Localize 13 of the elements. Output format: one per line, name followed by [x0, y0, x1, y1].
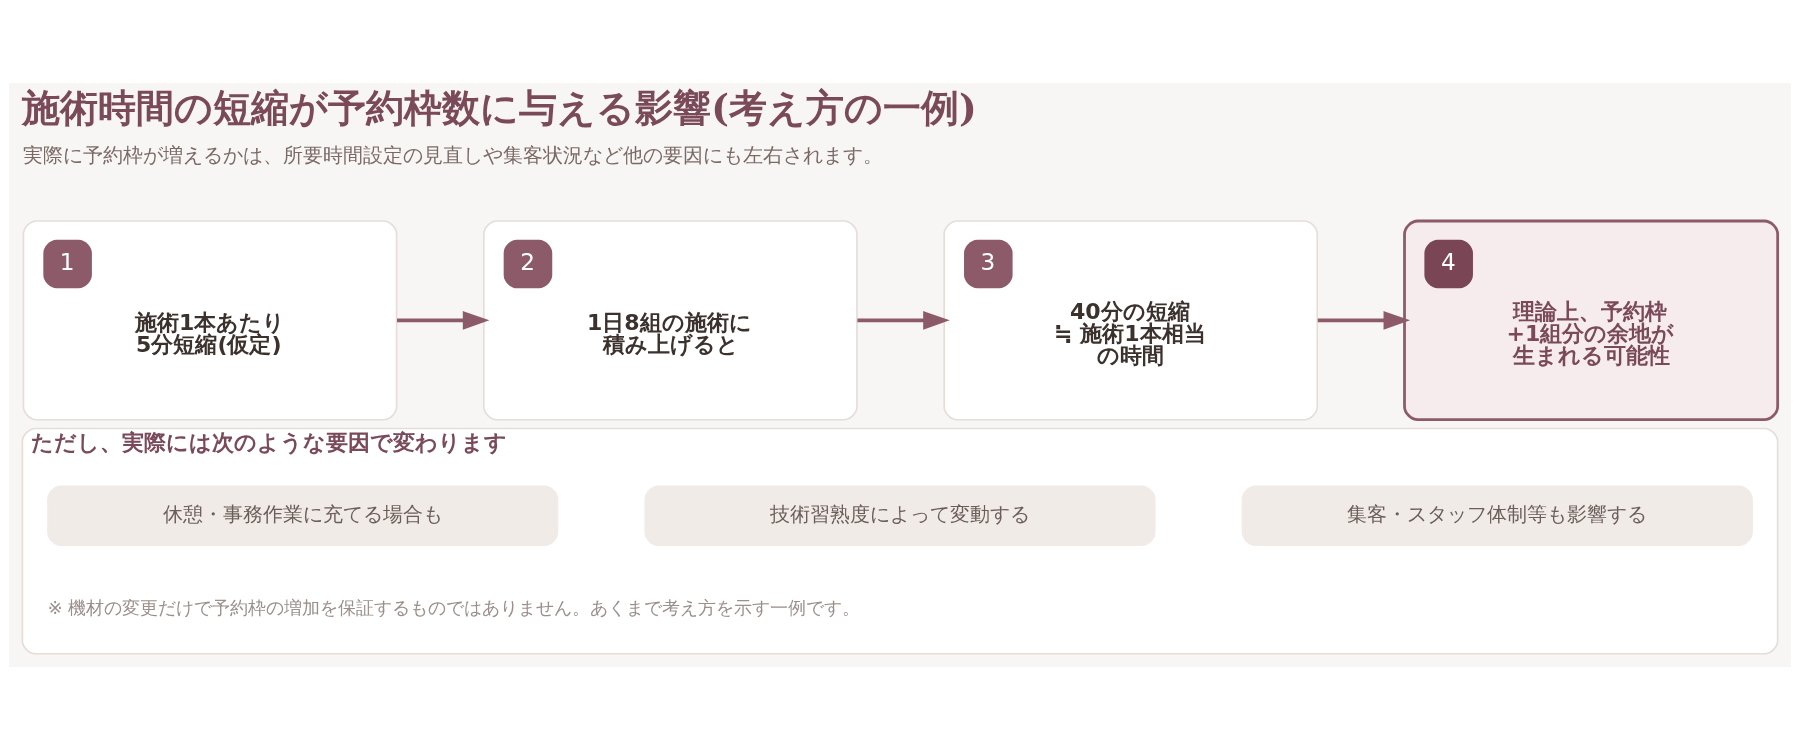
node-box: 集客・スタッフ体制等も影響する [1241, 485, 1753, 547]
arrow [397, 311, 490, 330]
node-box: 1 施術1本あたり5分短縮(仮定) [22, 220, 398, 421]
node-box: 3 40分の短縮≒ 施術1本相当の時間 [943, 220, 1319, 421]
diagram-title: 施術時間の短縮が予約枠数に与える影響(考え方の一例) [22, 85, 977, 130]
node-box: 休憩・事務作業に充てる場合も [47, 485, 559, 547]
label: 実際に予約枠が増えるかは、所要時間設定の見直しや集客状況など他の要因にも左右されます。 [23, 143, 884, 167]
node-box: 2 1日8組の施術に積み上げると [482, 220, 858, 421]
arrow [857, 311, 950, 330]
label: ※ 機材の変更だけで予約枠の増加を保証するものではありません。あくまで考え方を示す一例です。 [47, 597, 861, 618]
node-box: 4 理論上、予約枠+1組分の余地が生まれる可能性 [1403, 219, 1780, 422]
arrow [1317, 311, 1411, 330]
node-box: 技術習熟度によって変動する [644, 485, 1156, 547]
